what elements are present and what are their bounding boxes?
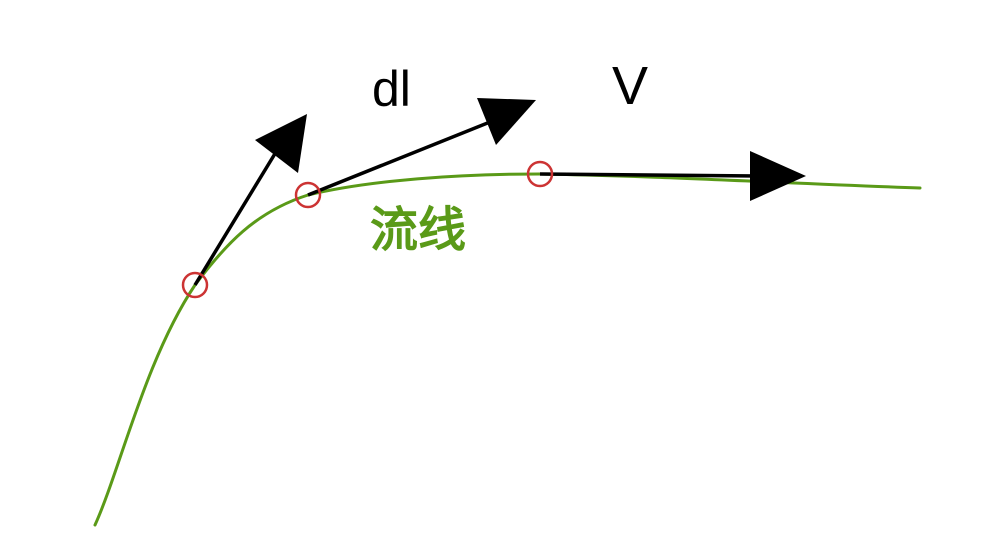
- arrow-shaft: [539, 172, 759, 178]
- label-dl: dl: [372, 61, 411, 117]
- tangent-arrow-dl: [307, 98, 536, 197]
- tangent-arrow-1: [193, 114, 307, 286]
- tangent-arrow-v: [539, 151, 806, 201]
- point-marker-3: [526, 160, 554, 188]
- label-streamline: 流线: [370, 204, 466, 257]
- point-marker-1: [181, 271, 209, 299]
- label-v: V: [612, 56, 648, 116]
- arrowhead-icon: [750, 151, 806, 201]
- arrow-shaft: [193, 151, 278, 286]
- arrow-shaft: [307, 120, 491, 197]
- point-marker-2: [294, 181, 322, 209]
- arrowhead-icon: [477, 98, 536, 145]
- streamline-curve: [93, 172, 922, 527]
- arrowhead-icon: [255, 114, 307, 173]
